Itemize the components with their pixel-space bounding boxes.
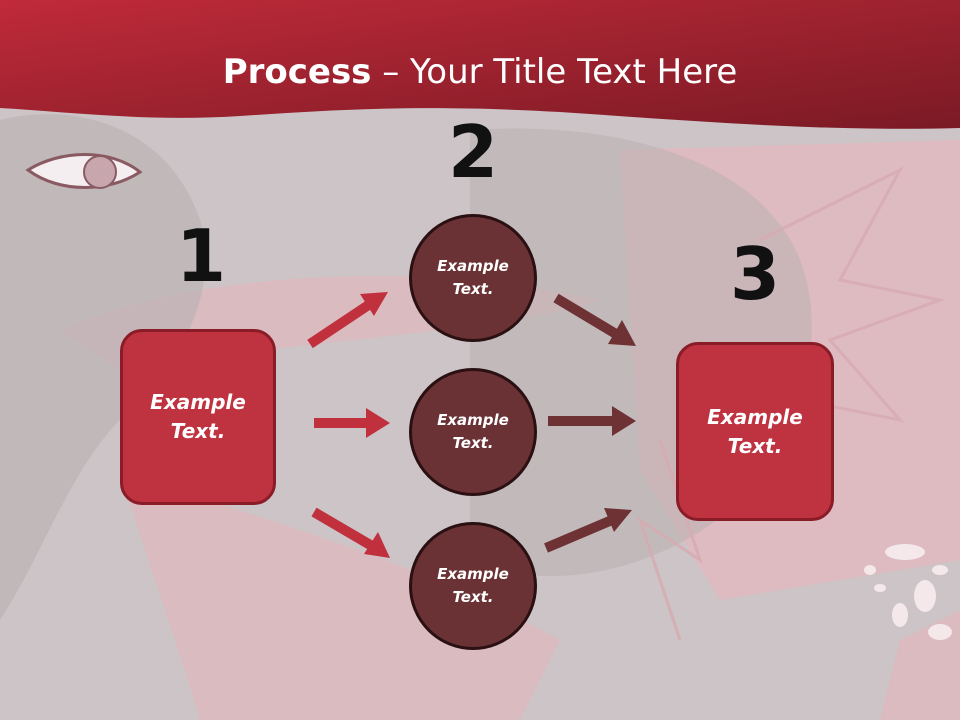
arrow-left-to-middle [314,408,390,438]
step-number-3: 3 [730,232,781,316]
circle-top: Example Text. [409,214,537,342]
arrow-left-to-top [307,292,388,349]
arrow-bottom-to-right [544,508,632,553]
circle-middle-text: Example Text. [437,411,509,452]
circle-middle: Example Text. [409,368,537,496]
arrow-top-to-right [553,293,636,346]
circle-bottom: Example Text. [409,522,537,650]
circle-bottom-text: Example Text. [437,565,509,606]
step-number-1: 1 [176,214,227,298]
arrow-middle-to-right [548,406,636,436]
left-box-text: Example Text. [150,390,246,443]
right-process-box: Example Text. [676,342,834,521]
slide-title: Process – Your Title Text Here [0,52,960,92]
slide-title-rest: – Your Title Text Here [371,52,738,92]
left-process-box: Example Text. [120,329,276,505]
step-number-2: 2 [448,110,499,194]
right-box-text: Example Text. [707,404,803,458]
circle-top-text: Example Text. [437,257,509,298]
arrow-left-to-bottom [311,507,390,558]
slide-title-bold: Process [222,52,372,92]
